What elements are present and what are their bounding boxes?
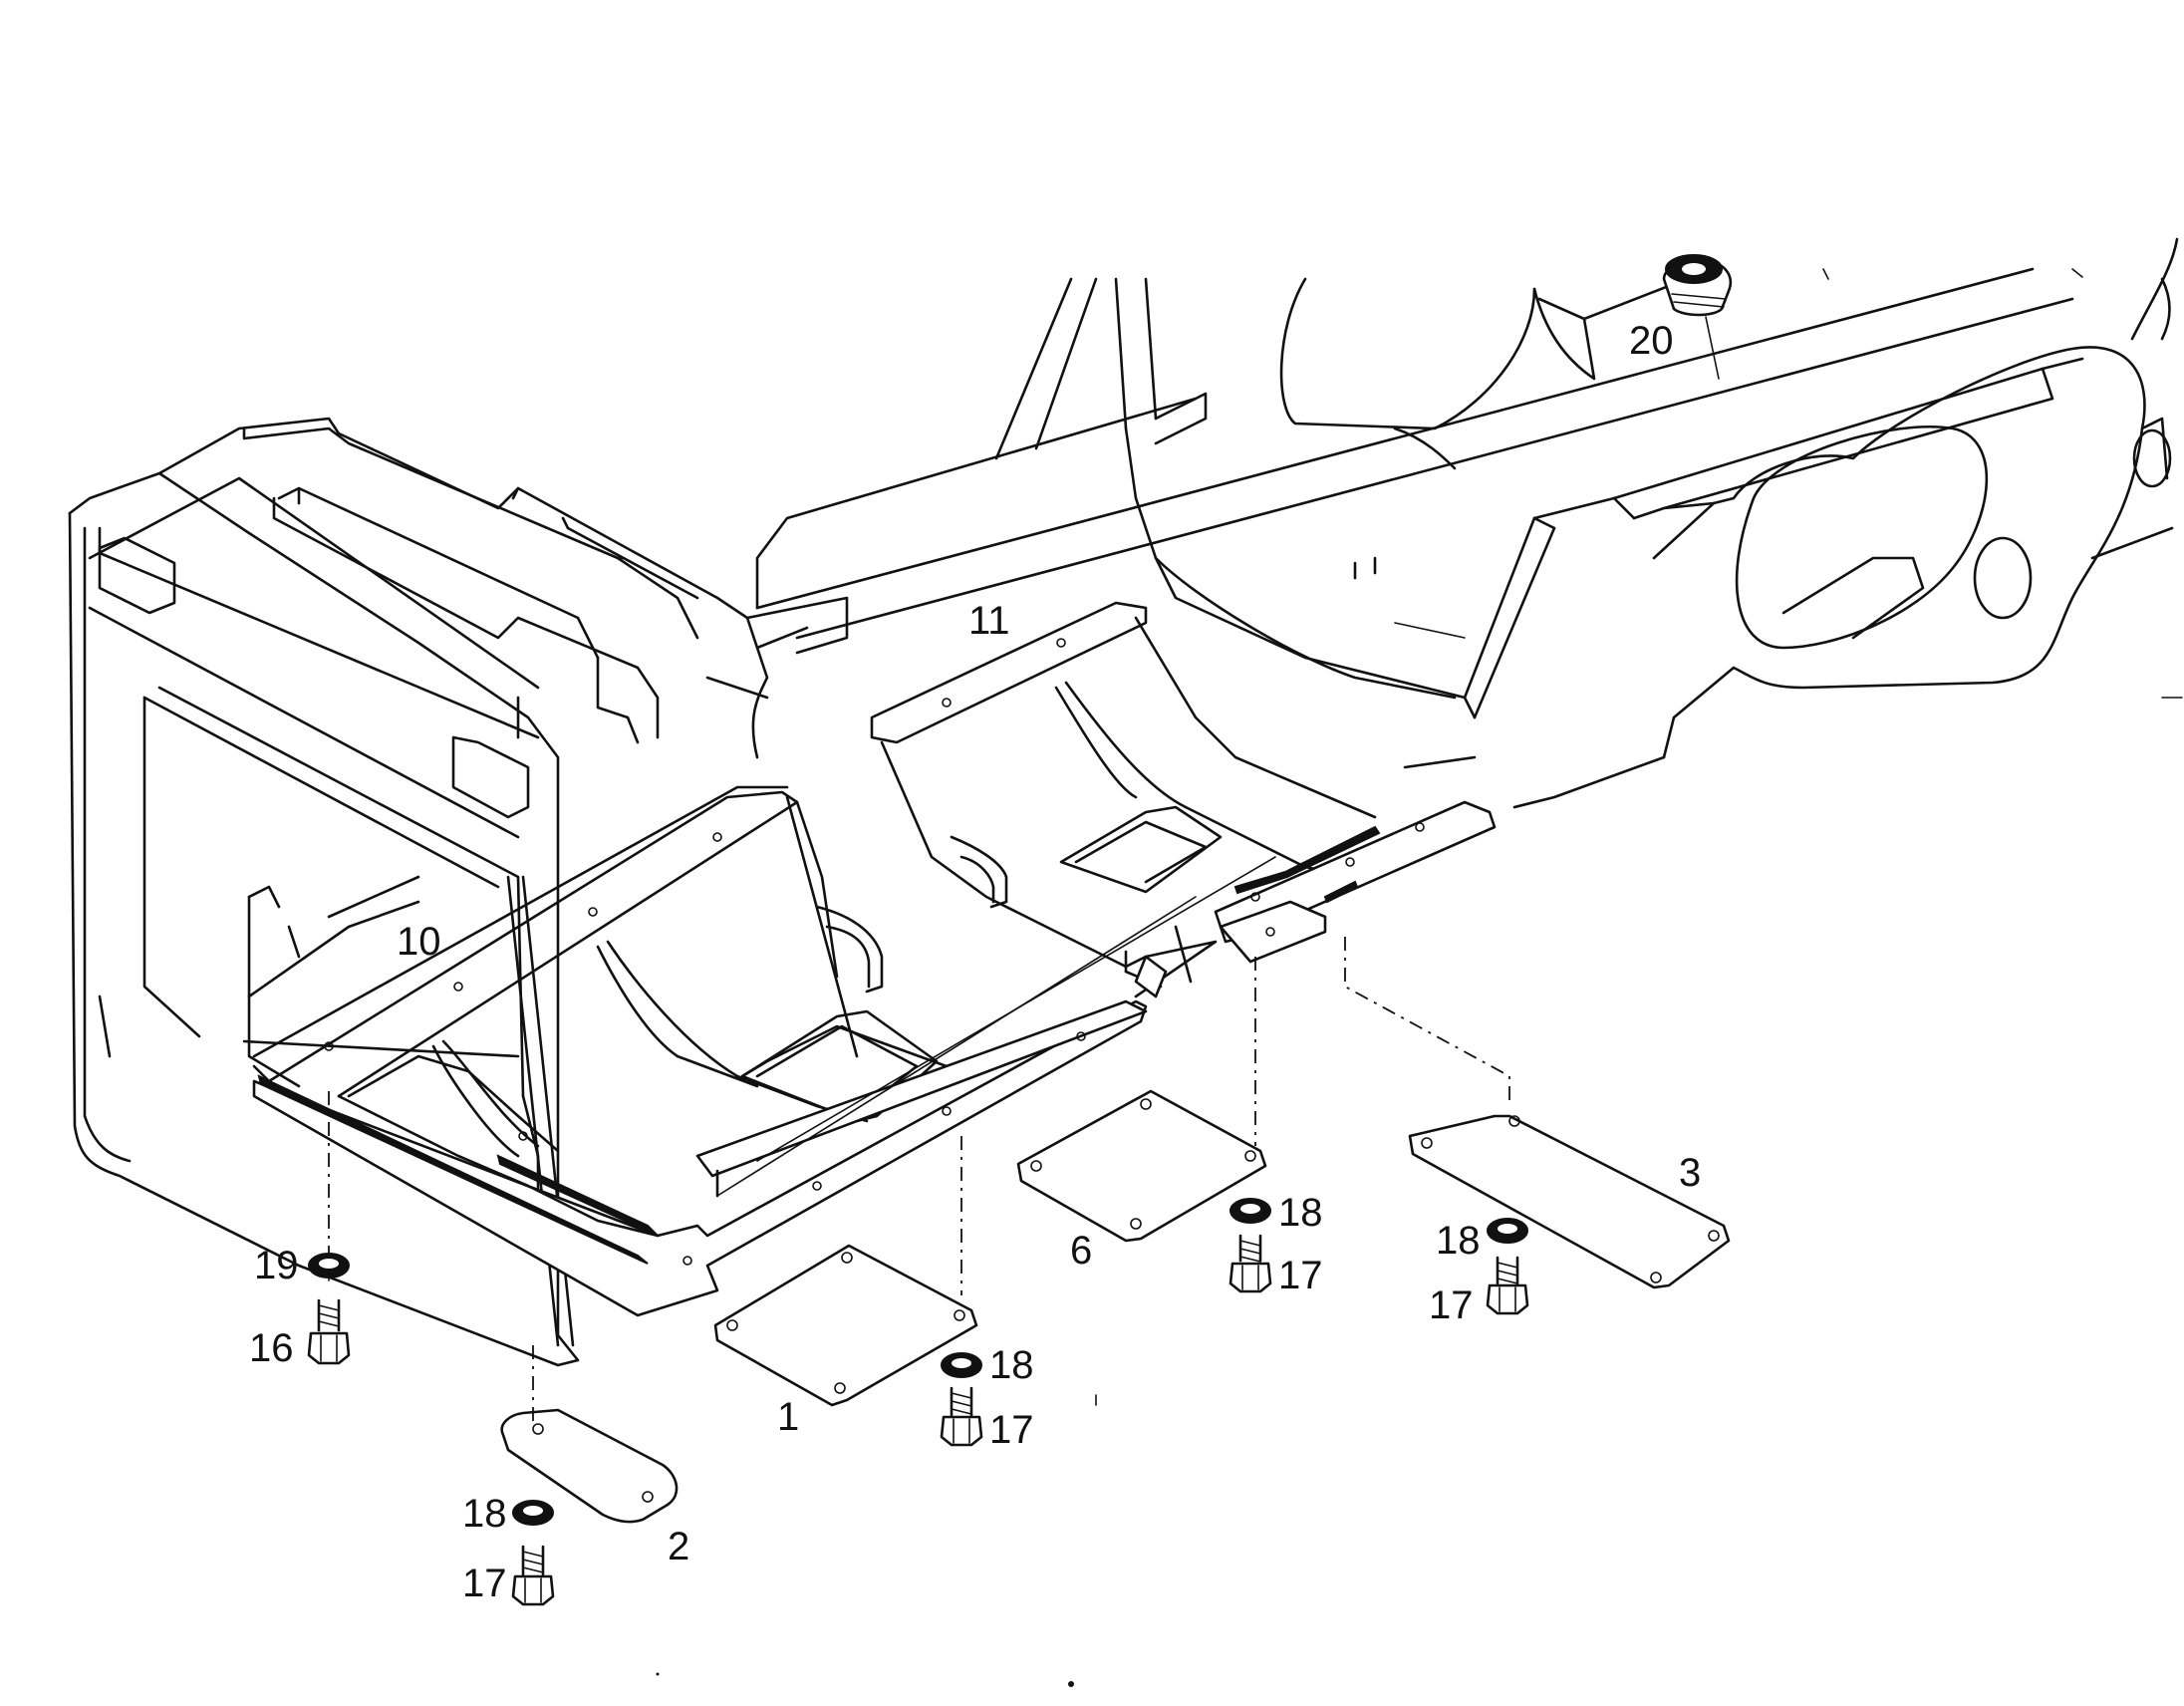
callout-labels: 1 2 3 6 10 11 16 17 17 17 17 18 18 18 18… — [249, 319, 1701, 1605]
part-1-cover-plate — [713, 1244, 978, 1407]
part-18-washer-plate-3 — [1487, 1218, 1528, 1244]
part-19-washer — [308, 1253, 350, 1279]
callout-18-plate-3: 18 — [1436, 1219, 1481, 1263]
callout-1: 1 — [777, 1395, 799, 1439]
part-20-plug — [1662, 254, 1733, 380]
scan-speck — [656, 1672, 660, 1676]
part-3-cover-plate — [1408, 1114, 1731, 1289]
callout-11: 11 — [968, 599, 1010, 643]
callout-17-plate-1: 17 — [989, 1408, 1034, 1452]
part-17-bolt-plate-1 — [940, 1386, 983, 1447]
callout-20: 20 — [1629, 319, 1674, 363]
callout-19: 19 — [254, 1244, 299, 1287]
callout-6: 6 — [1070, 1229, 1092, 1273]
part-2-cover-plate — [500, 1408, 679, 1524]
part-18-washer-plate-6 — [1229, 1198, 1271, 1224]
part-16-bolt — [307, 1298, 351, 1365]
callout-10: 10 — [397, 920, 441, 964]
callout-18-plate-6: 18 — [1278, 1191, 1323, 1235]
part-17-bolt-plate-6 — [1228, 1234, 1272, 1293]
part-17-bolt-plate-3 — [1486, 1256, 1529, 1315]
part-18-washer-plate-2 — [512, 1500, 554, 1526]
scan-speck — [1068, 1681, 1074, 1687]
part-18-washer-plate-1 — [941, 1352, 982, 1378]
callout-17-plate-3: 17 — [1429, 1283, 1474, 1327]
callout-17-plate-2: 17 — [462, 1562, 507, 1605]
part-6-cover-plate — [1016, 1089, 1267, 1243]
part-10-floor-tray — [252, 785, 1276, 1317]
frame-left-housing — [68, 417, 849, 1367]
callout-17-plate-6: 17 — [1278, 1254, 1323, 1297]
frame-upper-structure — [755, 237, 2183, 809]
callout-18-plate-1: 18 — [989, 1343, 1034, 1387]
part-11-floor-tray — [870, 601, 1497, 998]
callout-18-plate-2: 18 — [462, 1492, 507, 1536]
part-17-bolt-plate-2 — [511, 1545, 555, 1606]
callout-3: 3 — [1679, 1151, 1701, 1195]
callout-16: 16 — [249, 1326, 294, 1370]
callout-2: 2 — [668, 1525, 689, 1568]
